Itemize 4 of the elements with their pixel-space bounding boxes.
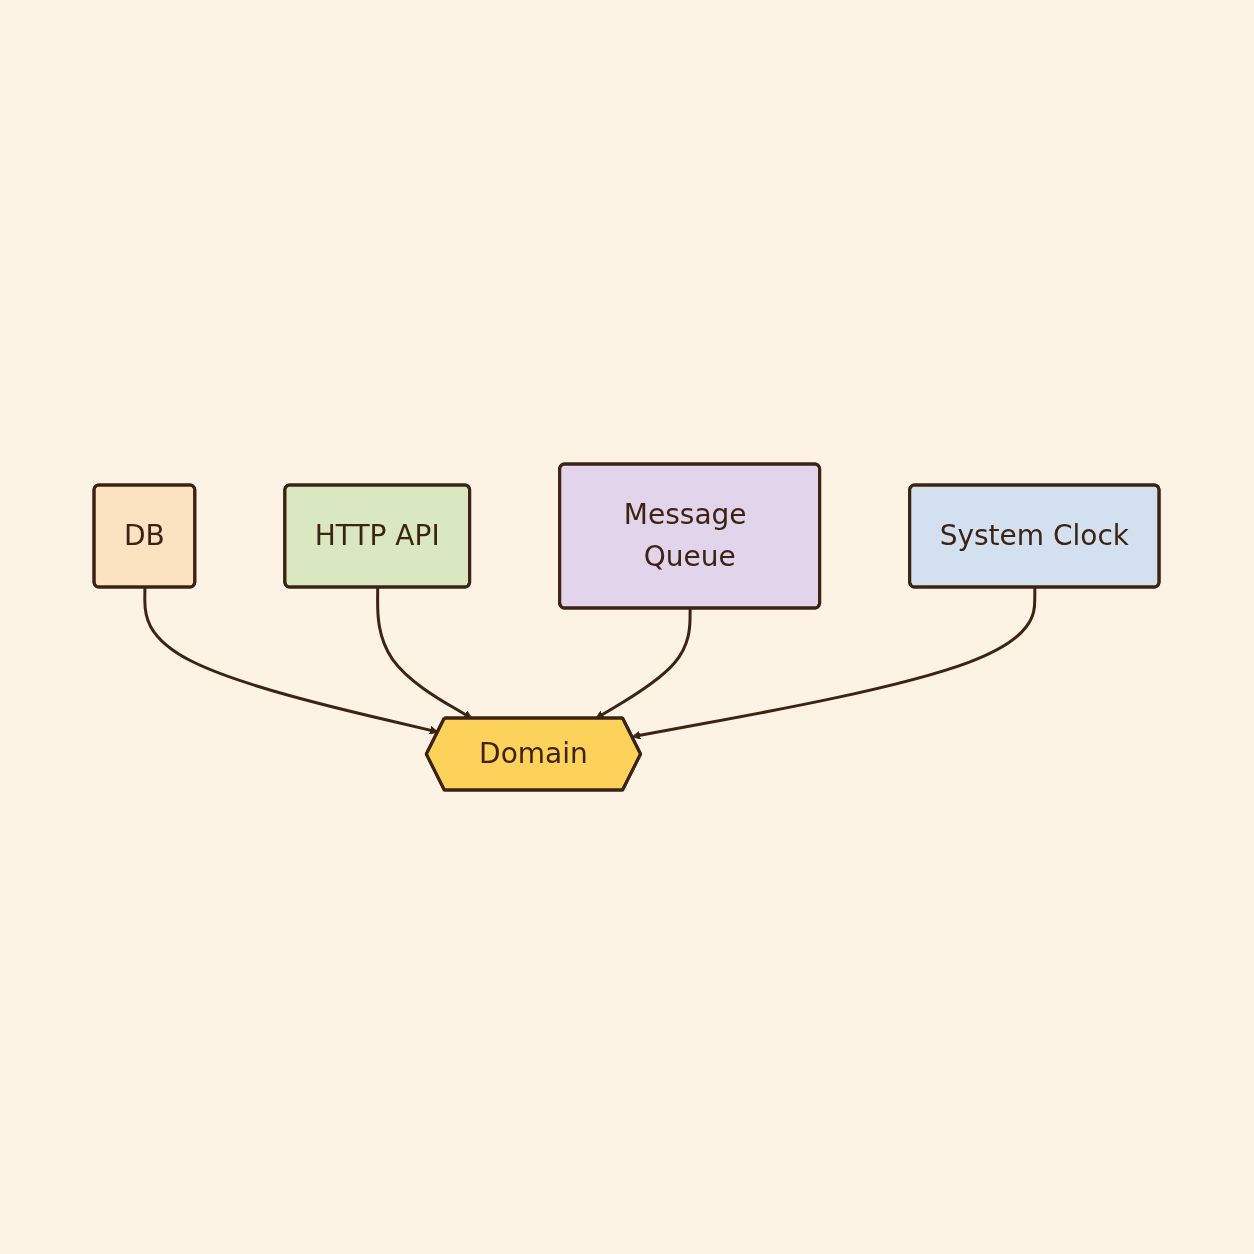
- arrow: [595, 608, 693, 719]
- arrow: [143, 587, 439, 735]
- arrow: [376, 587, 473, 719]
- arrow: [632, 587, 1037, 740]
